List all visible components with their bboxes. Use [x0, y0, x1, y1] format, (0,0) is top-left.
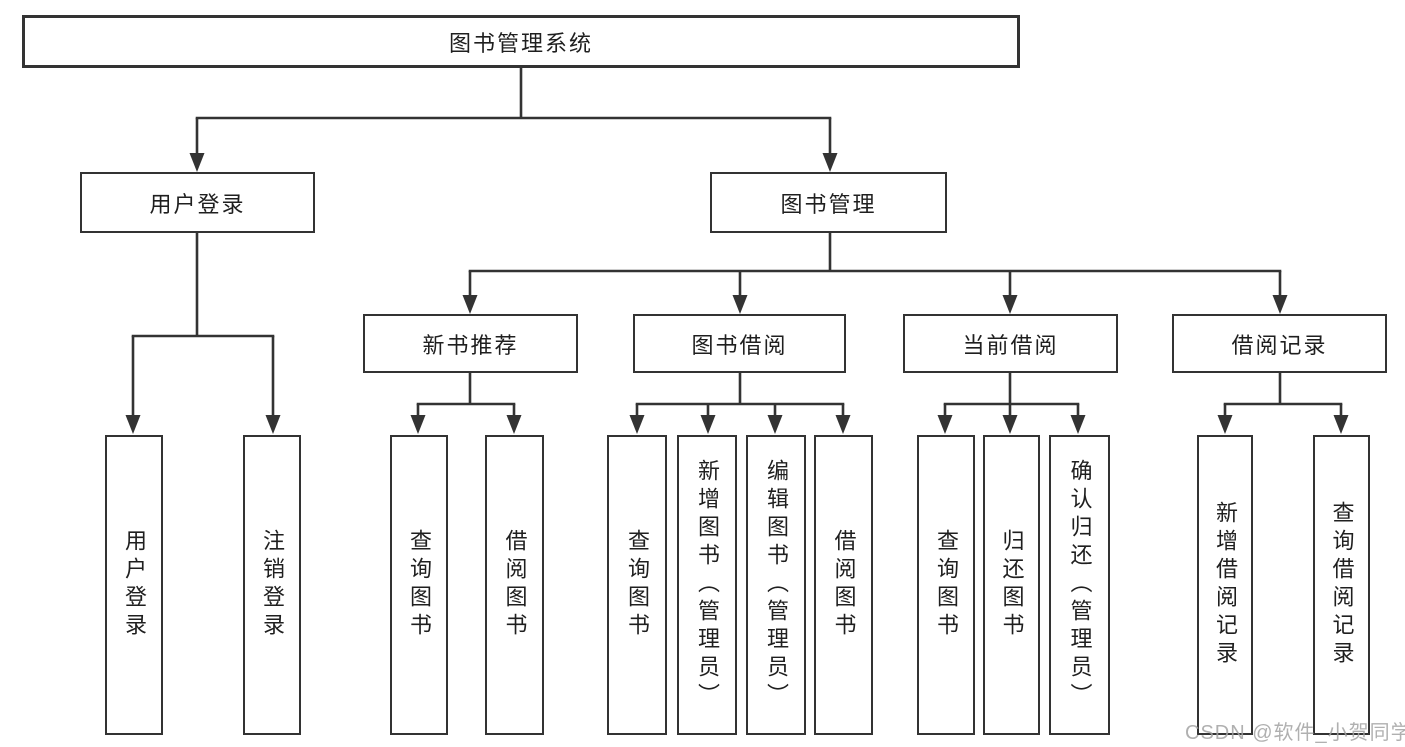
- leaf-borrow-books: 借阅图书: [814, 435, 873, 735]
- leaf-label: 注销登录: [260, 529, 285, 641]
- leaf-label: 借阅图书: [831, 529, 857, 641]
- leaf-query-books-borrow: 查询图书: [607, 435, 667, 735]
- leaf-label: 确认归还（管理员）: [1067, 459, 1093, 711]
- node-book-borrow: 图书借阅: [633, 314, 846, 373]
- leaf-query-books-recommend: 查询图书: [390, 435, 448, 735]
- leaf-label: 借阅图书: [502, 529, 528, 641]
- leaf-label: 查询借阅记录: [1329, 501, 1355, 669]
- node-borrow-records: 借阅记录: [1172, 314, 1387, 373]
- leaf-confirm-return-admin: 确认归还（管理员）: [1049, 435, 1110, 735]
- leaf-add-borrow-record: 新增借阅记录: [1197, 435, 1253, 735]
- node-root-system: 图书管理系统: [22, 15, 1020, 68]
- leaf-label: 归还图书: [999, 529, 1025, 641]
- leaf-query-borrow-record: 查询借阅记录: [1313, 435, 1370, 735]
- leaf-label: 新增借阅记录: [1213, 501, 1238, 669]
- csdn-watermark: CSDN @软件_小贺同学: [1185, 722, 1405, 744]
- leaf-logout: 注销登录: [243, 435, 301, 735]
- leaf-edit-books-admin: 编辑图书（管理员）: [746, 435, 806, 735]
- leaf-label: 编辑图书（管理员）: [764, 459, 789, 711]
- leaf-label: 查询图书: [407, 529, 432, 641]
- node-user-login: 用户登录: [80, 172, 315, 233]
- leaf-user-login: 用户登录: [105, 435, 163, 735]
- leaf-label: 查询图书: [934, 529, 959, 641]
- leaf-return-books: 归还图书: [983, 435, 1040, 735]
- node-new-book-recommend: 新书推荐: [363, 314, 578, 373]
- leaf-borrow-books-recommend: 借阅图书: [485, 435, 544, 735]
- node-book-management: 图书管理: [710, 172, 947, 233]
- leaf-add-books-admin: 新增图书（管理员）: [677, 435, 737, 735]
- node-current-borrow: 当前借阅: [903, 314, 1118, 373]
- leaf-label: 用户登录: [122, 529, 147, 641]
- leaf-query-books-current: 查询图书: [917, 435, 975, 735]
- leaf-label: 新增图书（管理员）: [695, 459, 720, 711]
- leaf-label: 查询图书: [625, 529, 650, 641]
